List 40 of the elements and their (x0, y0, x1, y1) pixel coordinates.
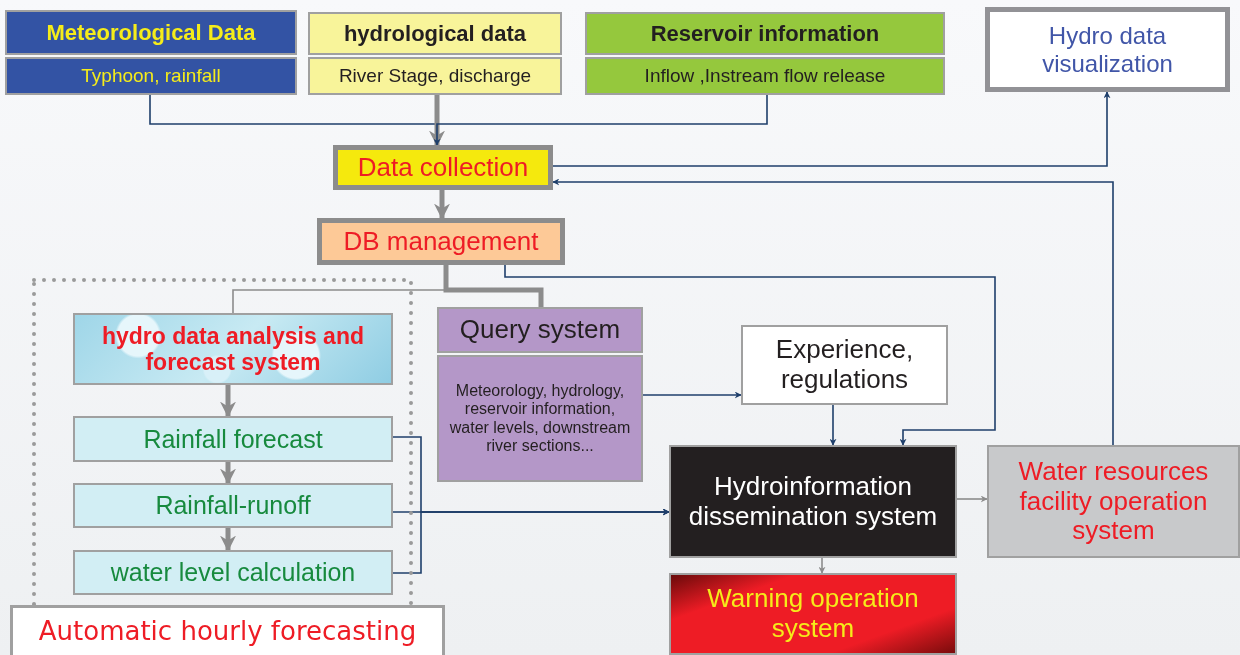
category-heading: Meteorological Data (5, 10, 297, 55)
arrow (818, 557, 826, 574)
arrow (642, 391, 742, 399)
panel-heading: Query system (437, 307, 643, 353)
data-source-panel (308, 12, 562, 95)
arrow (552, 178, 1114, 446)
system-box: Warning operation system (669, 573, 957, 655)
category-details: River Stage, discharge (308, 57, 562, 95)
process-box: DB management (317, 218, 565, 265)
arrow (220, 385, 236, 418)
system-box: Water resources facility operation system (987, 445, 1240, 558)
arrow (829, 404, 837, 446)
process-box: Experience, regulations (741, 325, 948, 405)
category-details: Typhoon, rainfall (5, 57, 297, 95)
process-box: Rainfall forecast (73, 416, 393, 462)
data-source-panel (5, 10, 297, 95)
arrow (429, 95, 445, 147)
data-source-panel (585, 12, 945, 95)
group-title: Automatic hourly forecasting (10, 605, 445, 655)
arrow (504, 264, 996, 446)
output-box: Hydro data visualization (985, 7, 1230, 92)
arrow (434, 190, 450, 220)
system-panel (437, 307, 643, 482)
process-box: hydro data analysis and forecast system (73, 313, 393, 385)
arrow (220, 528, 236, 552)
category-heading: Reservoir information (585, 12, 945, 55)
connector-line (443, 265, 544, 307)
process-box: Data collection (333, 145, 553, 190)
category-heading: hydrological data (308, 12, 562, 55)
dotted-group (10, 278, 445, 655)
process-box: water level calculation (73, 550, 393, 595)
arrow (433, 94, 768, 146)
arrow (956, 495, 988, 503)
arrow (392, 508, 670, 574)
system-box: Hydroinformation dissemination system (669, 445, 957, 558)
arrow (552, 91, 1111, 167)
arrow (220, 462, 236, 485)
panel-details: Meteorology, hydrology, reservoir information, water levels, downstream river sections... (437, 355, 643, 482)
process-box: Rainfall-runoff (73, 483, 393, 528)
category-details: Inflow ,Instream flow release (585, 57, 945, 95)
